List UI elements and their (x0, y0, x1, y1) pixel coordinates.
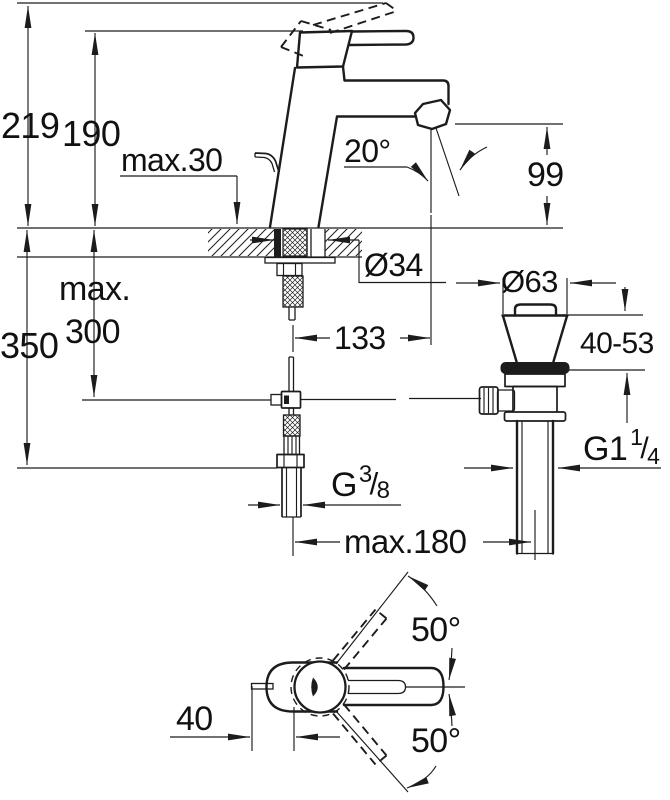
dim-flange-diameter: Ø63 (501, 264, 558, 299)
lever-swing-dashed (332, 608, 388, 766)
dim-spout-reach: 133 (334, 320, 386, 356)
knurled-knob (478, 386, 499, 415)
dim-hose-length: 350 (0, 325, 58, 366)
waste-body-lower (512, 385, 558, 412)
waste-plug-cap (513, 303, 558, 317)
dim-outlet-height: 99 (527, 156, 564, 194)
dim-total-height: 219 (1, 105, 59, 146)
cartridge-circle-dashed (290, 657, 350, 717)
dim-lever-swing-down: 50° (411, 722, 461, 760)
mounting-washer (264, 256, 336, 264)
waste-tailpipe (515, 419, 555, 555)
waste-flange-nut (503, 411, 567, 422)
faucet-body (254, 2, 460, 229)
waste-gasket (500, 362, 570, 374)
aerator (413, 98, 452, 131)
cartridge-marker (311, 677, 318, 697)
dim-spout-angle: 20° (344, 133, 391, 169)
body-plan (265, 661, 339, 713)
plan-view (250, 571, 465, 793)
supply-tube (281, 467, 302, 517)
deck-section (17, 227, 563, 321)
dimensions: 219 190 350 max. 300 max.30 20° 99 Ø34 (0, 2, 661, 789)
dim-rod-offset: 40 (176, 700, 213, 738)
stream-angle-lines (430, 127, 460, 213)
hose-braid-upper (282, 228, 308, 257)
dim-center-distance: max.180 (344, 523, 467, 560)
rod-right (300, 397, 481, 401)
lever-slot (348, 679, 407, 695)
hose-braid-lower (282, 275, 304, 308)
popup-waste-view (478, 303, 570, 555)
dim-lever-height: 190 (62, 113, 120, 154)
dim-hose-clearance-1: max. (59, 270, 130, 308)
elevation-view (17, 2, 563, 518)
shank-section (274, 229, 281, 257)
swing-reference-lines (335, 571, 409, 793)
dim-hole-diameter: Ø34 (364, 247, 423, 283)
hose-nut (276, 453, 305, 469)
lever-raised-dashed (280, 2, 398, 58)
dim-deck-range: 40-53 (580, 327, 654, 360)
waste-funnel (501, 314, 569, 363)
waste-body-upper (504, 373, 566, 388)
mounting-nut (276, 262, 303, 277)
dim-lever-swing-up: 50° (411, 611, 461, 649)
linkage-and-hose (82, 356, 481, 518)
rod-neck (496, 389, 516, 412)
rod-plan (250, 682, 274, 690)
dim-hose-clearance-2: 300 (65, 313, 120, 351)
pull-rod-knob (254, 152, 280, 173)
cartridge-circle (293, 660, 347, 714)
dim-deck-thickness: max.30 (121, 142, 222, 178)
dim-supply-thread: G3/8 (331, 461, 390, 504)
